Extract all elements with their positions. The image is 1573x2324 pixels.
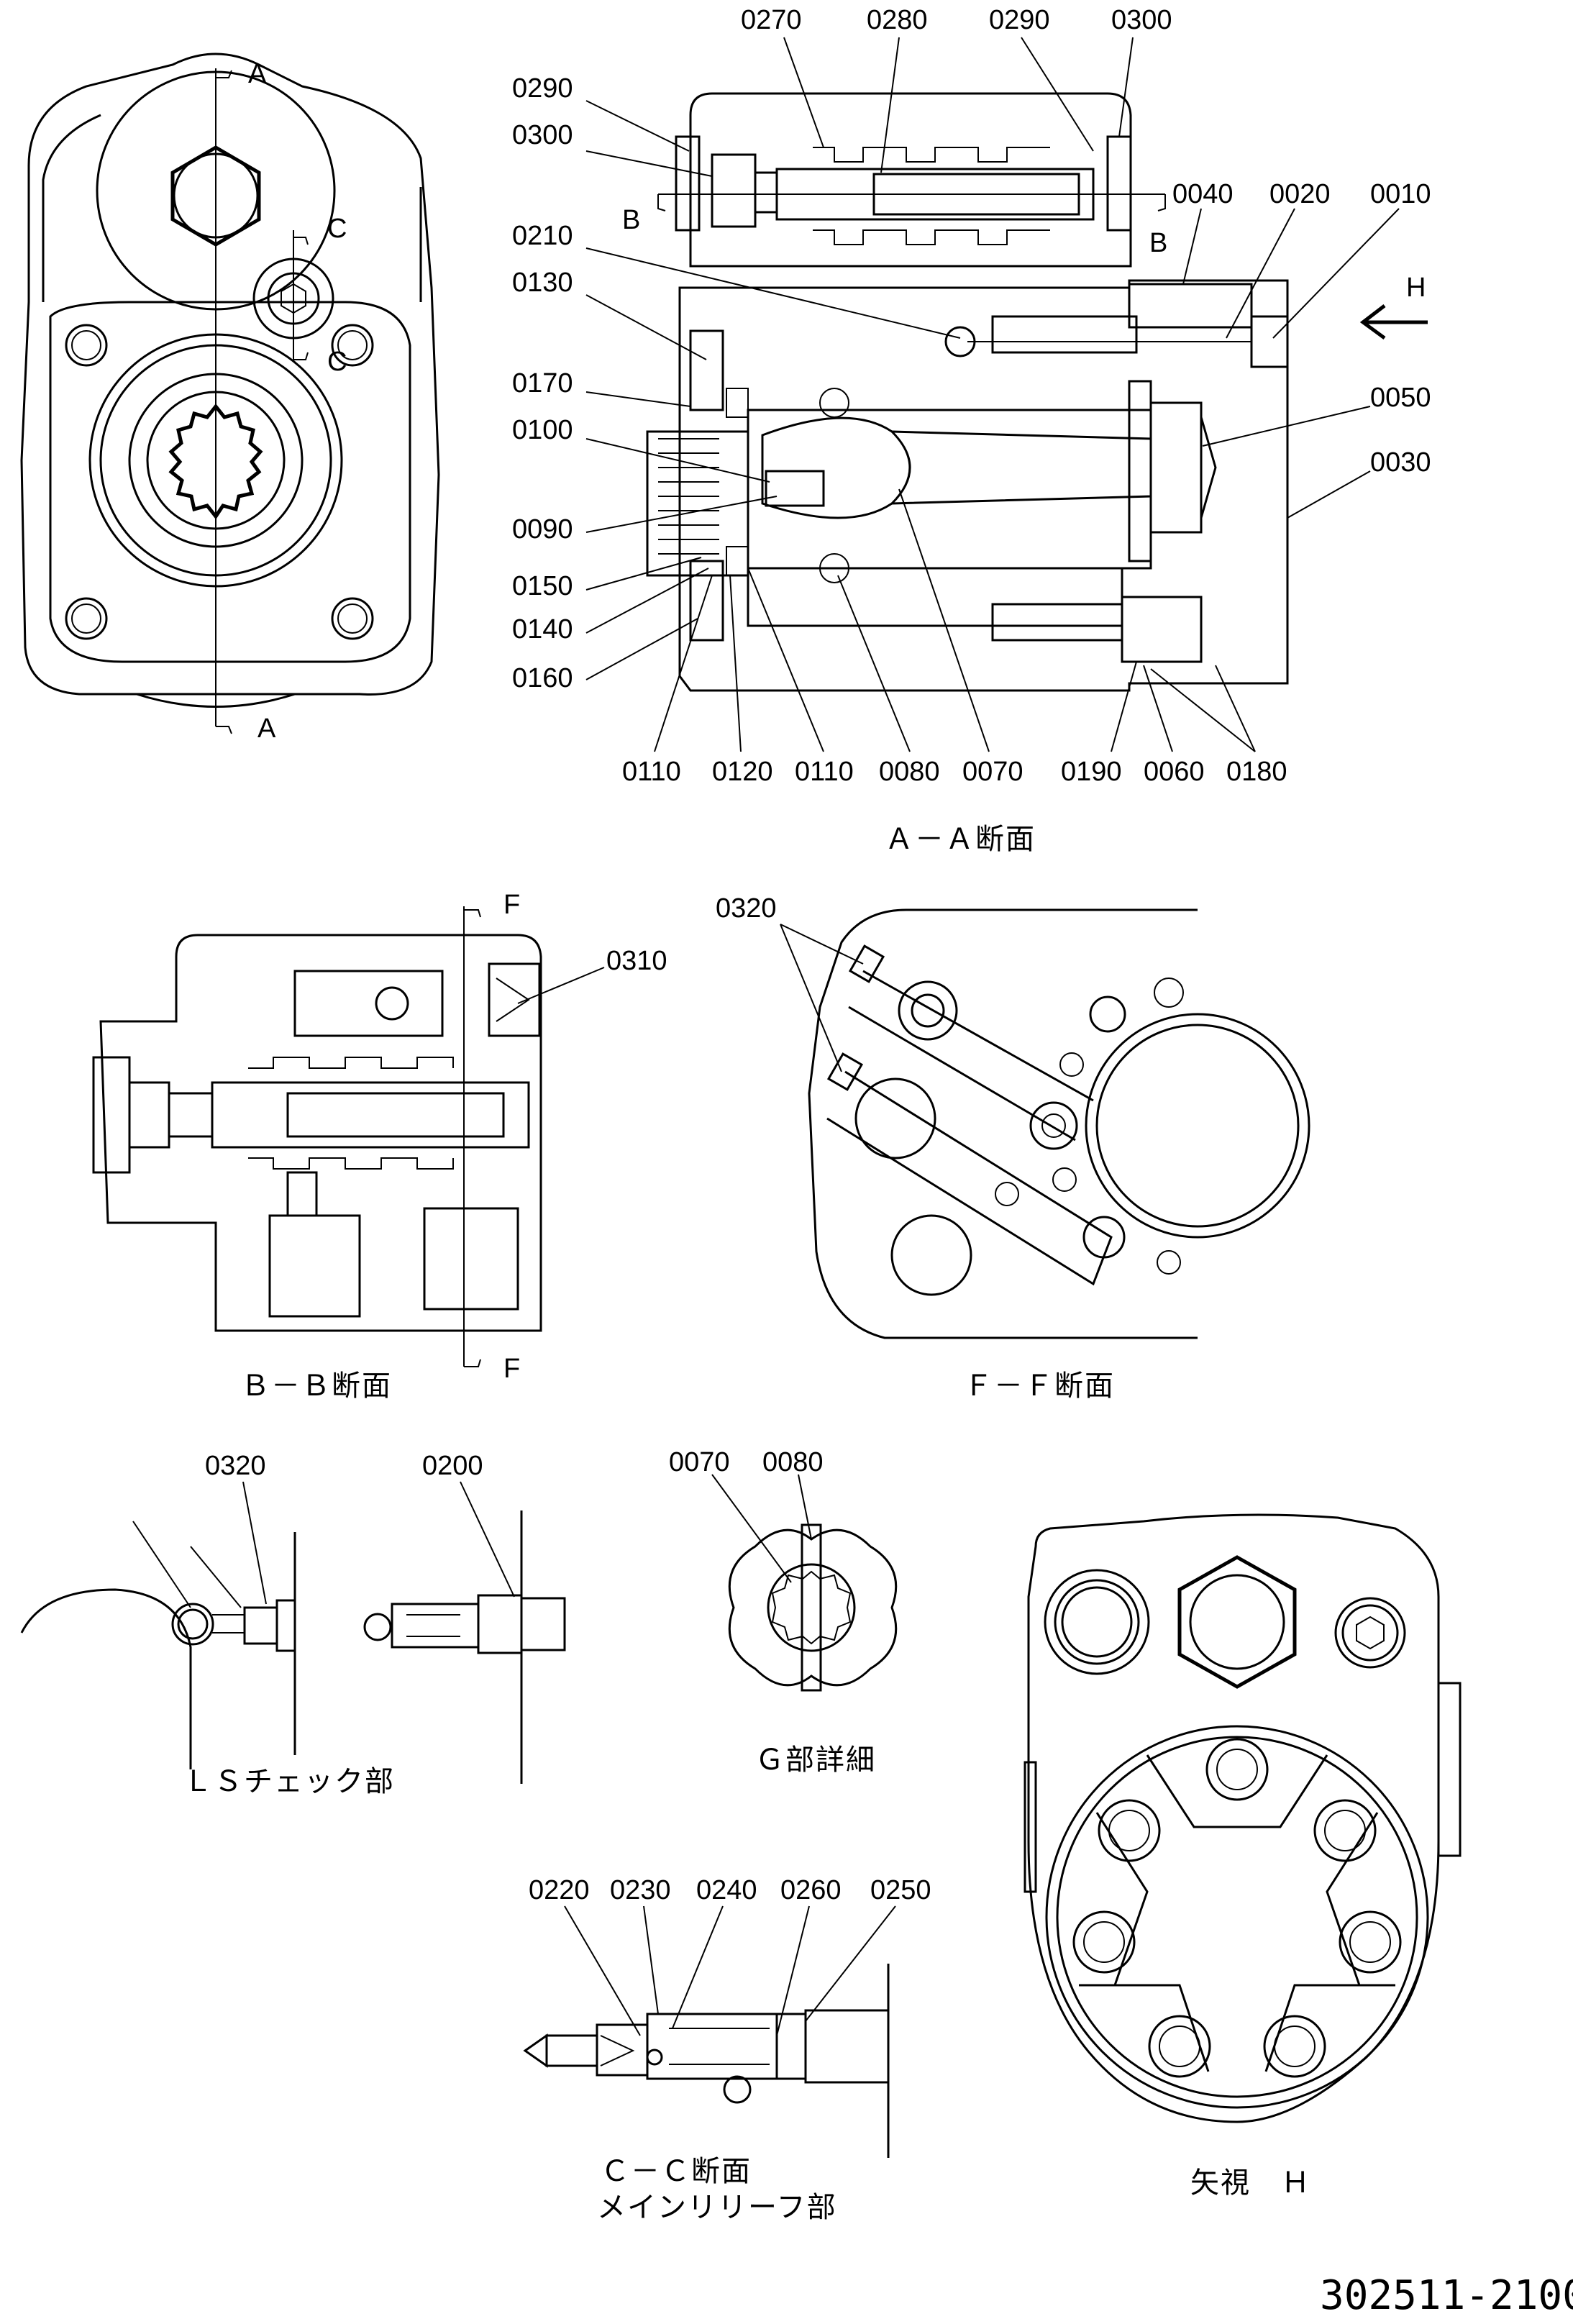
part-0100: 0100 <box>512 415 573 445</box>
part-0140: 0140 <box>512 614 573 644</box>
part-0310: 0310 <box>606 946 667 976</box>
caption-cc-main-relief: メインリリーフ部 <box>597 2191 837 2224</box>
part-0080-g: 0080 <box>762 1447 824 1477</box>
part-0170: 0170 <box>512 368 573 398</box>
part-0290-left: 0290 <box>512 73 573 104</box>
ls-check-view: 0320 0200 ＬＳチェック部 <box>20 1451 566 1798</box>
section-mark-f-top: F <box>503 890 520 920</box>
part-0280: 0280 <box>867 5 928 35</box>
part-0090: 0090 <box>512 514 573 544</box>
part-0050: 0050 <box>1370 383 1431 413</box>
part-0160: 0160 <box>512 663 573 693</box>
part-0200: 0200 <box>422 1451 483 1481</box>
part-0300-left: 0300 <box>512 120 573 150</box>
caption-bb: Ｂ－Ｂ断面 <box>241 1370 392 1403</box>
section-mark-c-bottom: C <box>327 347 347 377</box>
part-0030: 0030 <box>1370 447 1431 478</box>
view-h: 矢視 Ｈ <box>1023 1513 1462 2200</box>
part-0070-g: 0070 <box>669 1447 730 1477</box>
caption-aa: Ａ－Ａ断面 <box>885 823 1036 856</box>
part-0320-ff: 0320 <box>716 893 777 924</box>
section-cc-view: 0220 0230 0240 0260 0250 Ｃ－Ｃ断面 メインリリーフ部 <box>523 1875 931 2224</box>
detail-g-view: 0070 0080 Ｇ部詳細 <box>669 1447 898 1777</box>
part-0020: 0020 <box>1269 179 1331 209</box>
front-view: A A C C <box>20 53 440 744</box>
part-0130: 0130 <box>512 268 573 298</box>
view-mark-h: H <box>1406 273 1426 303</box>
drawing-number: 302511-21000 <box>1320 2272 1573 2319</box>
part-0230: 0230 <box>610 1875 671 1905</box>
part-0320-ls: 0320 <box>205 1451 266 1481</box>
leader-lines-aa <box>585 37 1400 752</box>
part-0290-top: 0290 <box>989 5 1050 35</box>
section-mark-f-bottom: F <box>503 1354 520 1384</box>
part-0260: 0260 <box>780 1875 842 1905</box>
part-0220: 0220 <box>529 1875 590 1905</box>
part-0240: 0240 <box>696 1875 757 1905</box>
part-0150: 0150 <box>512 571 573 601</box>
part-0110-left: 0110 <box>622 757 681 787</box>
part-0180: 0180 <box>1226 757 1287 787</box>
part-0300-top: 0300 <box>1111 5 1172 35</box>
caption-ff: Ｆ－Ｆ断面 <box>964 1370 1115 1403</box>
part-0060: 0060 <box>1144 757 1205 787</box>
part-0120: 0120 <box>712 757 773 787</box>
section-bb-view: F F 0310 Ｂ－Ｂ断面 <box>92 890 667 1403</box>
caption-g: Ｇ部詳細 <box>755 1744 876 1777</box>
part-0250: 0250 <box>870 1875 931 1905</box>
section-mark-c-top: C <box>327 214 347 244</box>
caption-ls: ＬＳチェック部 <box>183 1765 395 1798</box>
part-0190: 0190 <box>1061 757 1122 787</box>
part-0040: 0040 <box>1172 179 1234 209</box>
section-mark-b-left: B <box>622 205 640 235</box>
caption-view-h: 矢視 Ｈ <box>1190 2166 1311 2200</box>
part-0110-right: 0110 <box>795 757 854 787</box>
section-aa-view: B B H <box>512 5 1431 856</box>
part-0010: 0010 <box>1370 179 1431 209</box>
section-mark-a-bottom: A <box>257 714 276 744</box>
section-ff-view: 0320 Ｆ－Ｆ断面 <box>716 893 1310 1403</box>
part-0070: 0070 <box>962 757 1023 787</box>
part-0270: 0270 <box>741 5 802 35</box>
section-mark-a-top: A <box>248 59 267 89</box>
section-mark-b-right: B <box>1149 228 1167 258</box>
part-0210: 0210 <box>512 221 573 251</box>
caption-cc: Ｃ－Ｃ断面 <box>601 2155 752 2188</box>
part-0080: 0080 <box>879 757 940 787</box>
